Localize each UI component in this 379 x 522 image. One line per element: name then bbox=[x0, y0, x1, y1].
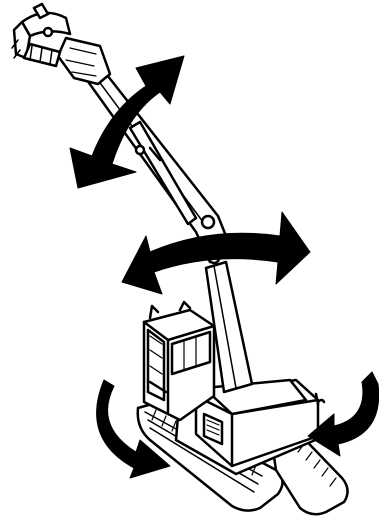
operator-cab bbox=[144, 302, 214, 420]
grapple-icon bbox=[12, 4, 110, 84]
